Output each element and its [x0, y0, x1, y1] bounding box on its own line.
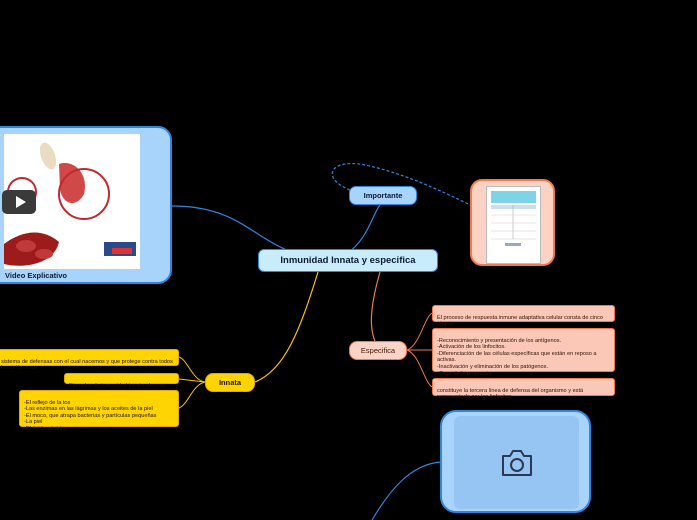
- image-card[interactable]: [470, 179, 555, 266]
- topic-innata-label: Innata: [218, 378, 242, 387]
- note-innata-defensas[interactable]: sistema de defensas con el cual nacemos …: [0, 349, 179, 371]
- topic-especifica[interactable]: Especifica: [349, 341, 407, 360]
- table-image-thumbnail[interactable]: [486, 186, 541, 264]
- topic-importante[interactable]: Importante: [349, 186, 417, 205]
- note-text: El proceso de respuesta inmune adaptativ…: [437, 314, 604, 328]
- topic-especifica-label: Especifica: [360, 346, 396, 355]
- note-text: constituye la tercera línea de defensa d…: [437, 387, 584, 401]
- video-label: Video Explicativo: [5, 271, 67, 280]
- camera-icon: [501, 449, 532, 476]
- central-topic-label: Inmunidad Innata y especifica: [280, 255, 416, 266]
- illustration-image: [4, 142, 136, 266]
- note-especifica-list[interactable]: -Reconocimiento y presentación de los an…: [432, 328, 615, 377]
- note-text: -El reflejo de la tos -Las enzimas en la…: [24, 399, 157, 432]
- image-placeholder[interactable]: [454, 416, 579, 509]
- video-card[interactable]: Video Explicativo: [0, 126, 172, 284]
- play-button[interactable]: [2, 190, 36, 214]
- note-text: -Reconocimiento y presentación de los an…: [437, 337, 597, 377]
- note-text: sistema de defensas con el cual nacemos …: [1, 358, 173, 372]
- table-image: [491, 191, 536, 246]
- note-innata-ejemplos[interactable]: Ejemplos de inmunidad innata abarcan: [64, 373, 179, 389]
- note-especifica-linfocitos[interactable]: constituye la tercera línea de defensa d…: [432, 378, 615, 400]
- central-topic[interactable]: Inmunidad Innata y especifica: [258, 249, 438, 272]
- note-text: Ejemplos de inmunidad innata abarcan: [69, 382, 166, 389]
- note-innata-list[interactable]: -El reflejo de la tos -Las enzimas en la…: [19, 390, 179, 432]
- topic-importante-label: Importante: [363, 191, 403, 200]
- topic-innata[interactable]: Innata: [205, 373, 255, 392]
- image-placeholder-card[interactable]: [440, 410, 591, 513]
- note-especifica-etapas[interactable]: El proceso de respuesta inmune adaptativ…: [432, 305, 615, 327]
